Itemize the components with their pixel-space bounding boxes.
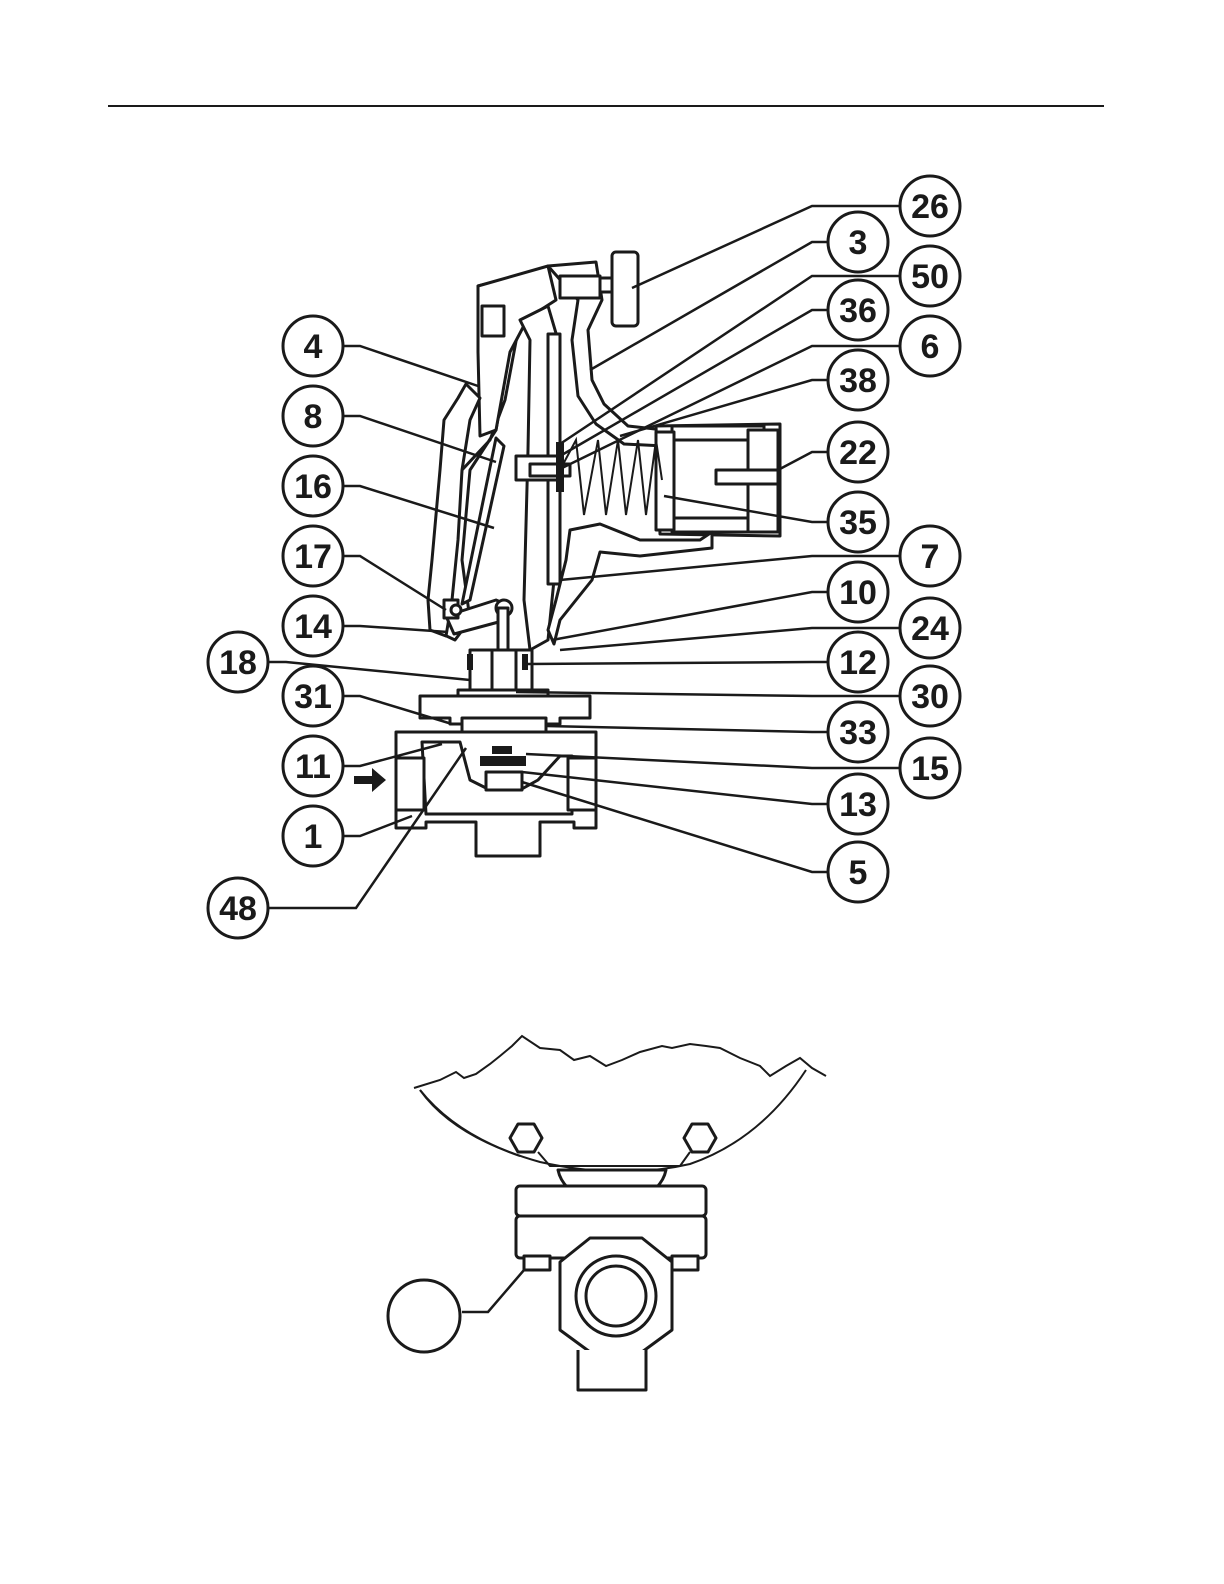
callout-13: 13 [828,774,888,834]
callout-6: 6 [900,316,960,376]
callout-18-label: 18 [219,644,257,682]
callout-22-label: 22 [839,434,877,472]
callout-1: 1 [283,806,343,866]
regulator-cross-section [354,252,780,856]
callout-1-label: 1 [304,818,323,856]
callout-15: 15 [900,738,960,798]
callout-4-label: 4 [304,328,323,366]
bolt-right [684,1124,716,1152]
callout-12-label: 12 [839,644,877,682]
bottom-external-view [388,1036,826,1390]
callout-11-label: 11 [295,748,331,786]
callout-16: 16 [283,456,343,516]
callout-50-label: 50 [911,258,949,296]
callout-38-label: 38 [839,362,877,400]
callout-12: 12 [828,632,888,692]
callout-18: 18 [208,632,268,692]
callout-35: 35 [828,492,888,552]
bottom-view-callout [388,1280,460,1352]
callout-11: 11 [283,736,343,796]
callout-10: 10 [828,562,888,622]
callout-14-label: 14 [294,608,332,646]
callout-24: 24 [900,598,960,658]
callout-33-label: 33 [839,714,877,752]
callout-5-label: 5 [849,854,868,892]
callout-7-label: 7 [921,538,940,576]
callout-31: 31 [283,666,343,726]
bolt-left [510,1124,542,1152]
callout-3: 3 [828,212,888,272]
callout-8-label: 8 [304,398,323,436]
callout-30-label: 30 [911,678,949,716]
callout-35-label: 35 [839,504,877,542]
callout-26-label: 26 [911,188,949,226]
callout-36-label: 36 [839,292,877,330]
callout-48: 48 [208,878,268,938]
callout-31-label: 31 [294,678,332,716]
callout-8: 8 [283,386,343,446]
callout-4: 4 [283,316,343,376]
callout-6-label: 6 [921,328,940,366]
callout-10-label: 10 [839,574,877,612]
callout-30: 30 [900,666,960,726]
callout-14: 14 [283,596,343,656]
callout-5: 5 [828,842,888,902]
callout-15-label: 15 [911,750,949,788]
callout-3-label: 3 [849,224,868,262]
callout-17: 17 [283,526,343,586]
callout-24-label: 24 [911,610,949,648]
callout-50: 50 [900,246,960,306]
callout-16-label: 16 [294,468,332,506]
callout-7: 7 [900,526,960,586]
callout-33: 33 [828,702,888,762]
callout-26: 26 [900,176,960,236]
callout-48-label: 48 [219,890,257,928]
callout-13-label: 13 [839,786,877,824]
callout-22: 22 [828,422,888,482]
callout-38: 38 [828,350,888,410]
callout-17-label: 17 [294,538,332,576]
callout-36: 36 [828,280,888,340]
